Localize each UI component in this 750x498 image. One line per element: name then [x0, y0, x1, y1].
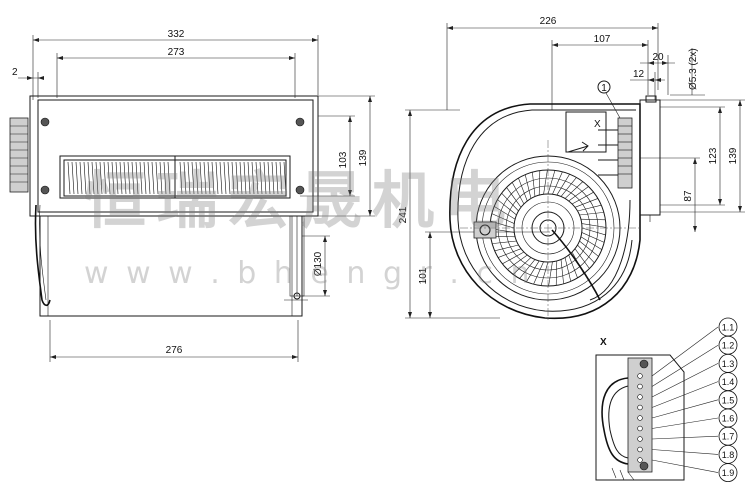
terminal-label: 1.7 — [722, 432, 735, 442]
detail-x-title: X — [600, 337, 607, 348]
dim-226: 226 — [540, 16, 557, 27]
dim-103: 103 — [338, 151, 349, 168]
mount-hole — [295, 185, 305, 195]
terminal-label: 1.1 — [722, 323, 735, 333]
view-mark-x: X — [594, 119, 601, 130]
dim-273: 273 — [168, 47, 185, 58]
dim-diameter-130: Ø130 — [313, 251, 324, 276]
terminal-label: 1.9 — [722, 468, 735, 478]
dim-123: 123 — [708, 147, 719, 164]
dim-139-side: 139 — [728, 147, 739, 164]
watermark: 恒瑞宏晟机电 w w w . b h e n g r . c n — [84, 164, 534, 291]
side-view: 226 107 20 12 Ø5.3 (2x) 241 101 — [398, 16, 745, 320]
impeller-blades — [67, 161, 287, 195]
terminal-label: 1.4 — [722, 377, 735, 387]
terminal-label: 1.6 — [722, 414, 735, 424]
watermark-brand: 恒瑞宏晟机电 — [84, 164, 516, 237]
dim-101: 101 — [418, 267, 429, 284]
mount-hole — [40, 185, 50, 195]
dim-107: 107 — [594, 34, 611, 45]
callout-number: 1 — [601, 83, 607, 94]
terminal-label: 1.8 — [722, 450, 735, 460]
front-view: 332 273 2 — [9, 29, 375, 362]
dim-139-front: 139 — [358, 149, 369, 166]
dim-12: 12 — [633, 69, 645, 80]
dim-276: 276 — [166, 345, 183, 356]
dim-hole-5-3: Ø5.3 (2x) — [688, 48, 699, 90]
dim-87: 87 — [683, 190, 694, 202]
mount-hole — [295, 117, 305, 127]
detail-x: X 1.1 1.2 1.3 1.4 1.5 1.6 1.7 1.8 1.9 — [595, 317, 738, 483]
dim-2: 2 — [12, 67, 18, 78]
dim-20: 20 — [652, 52, 664, 63]
dim-241: 241 — [398, 206, 409, 223]
dim-332: 332 — [168, 29, 185, 40]
mount-hole — [40, 117, 50, 127]
terminal-label: 1.5 — [722, 395, 735, 405]
callout-circle — [597, 80, 611, 94]
terminal-label: 1.3 — [722, 359, 735, 369]
watermark-url: w w w . b h e n g r . c n — [84, 256, 534, 291]
terminal-label: 1.2 — [722, 341, 735, 351]
